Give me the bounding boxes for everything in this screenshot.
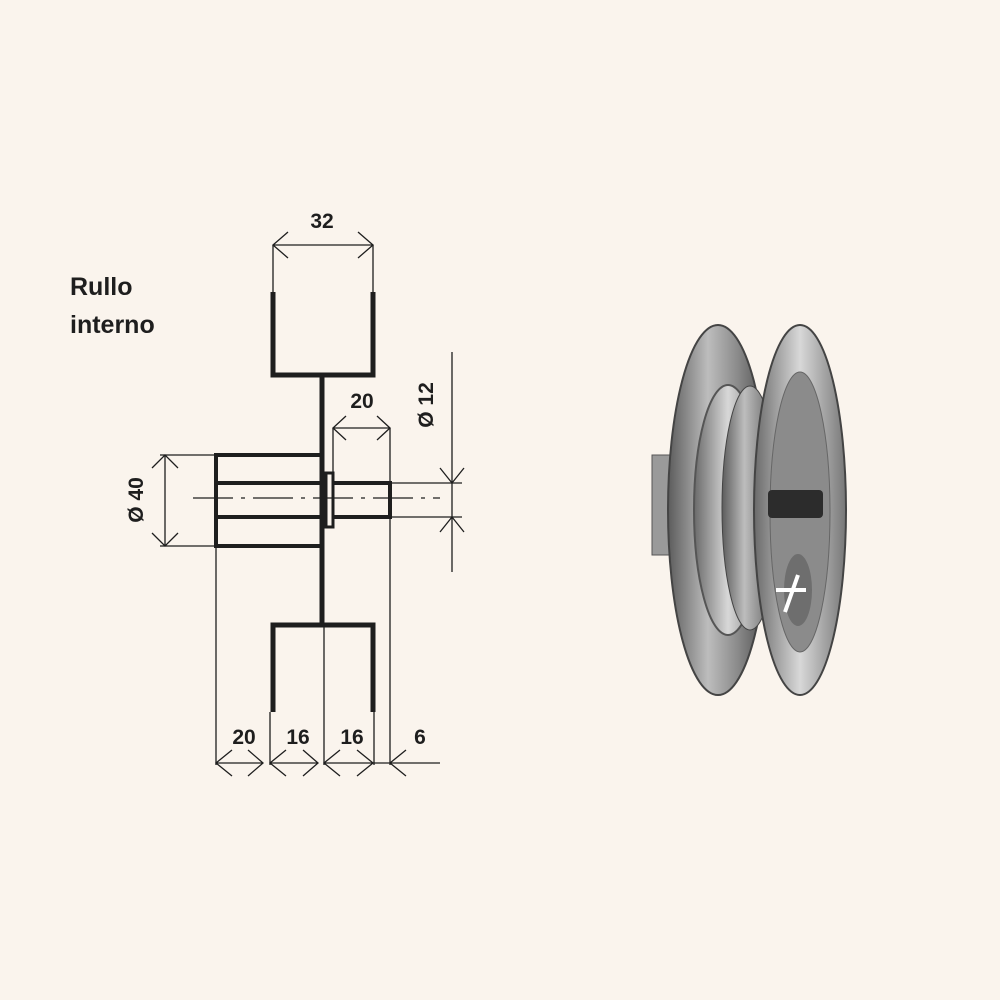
washer [324,471,335,529]
title-line-2: interno [70,311,155,339]
shaft [333,481,392,519]
dim-bottom-1: 20 [232,726,255,749]
roller-photo [651,324,847,696]
diagram-title: Rullo interno [70,268,155,344]
dim-bottom-4: 6 [414,726,426,749]
title-line-1: Rullo [70,273,133,301]
dim-shaft-diameter: Ø 12 [415,382,438,428]
hub [214,453,324,548]
dim-shaft-length: 20 [350,390,373,413]
dim-hub-diameter: Ø 40 [125,477,148,523]
dim-bottom-2: 16 [286,726,309,749]
bottom-bracket [270,622,376,712]
dimension-labels: 32 20 Ø 12 Ø 40 20 16 16 6 [125,210,438,749]
top-bracket [270,292,376,378]
drawing-lines [151,231,465,777]
dim-top-width: 32 [310,210,333,233]
dim-bottom-3: 16 [340,726,363,749]
